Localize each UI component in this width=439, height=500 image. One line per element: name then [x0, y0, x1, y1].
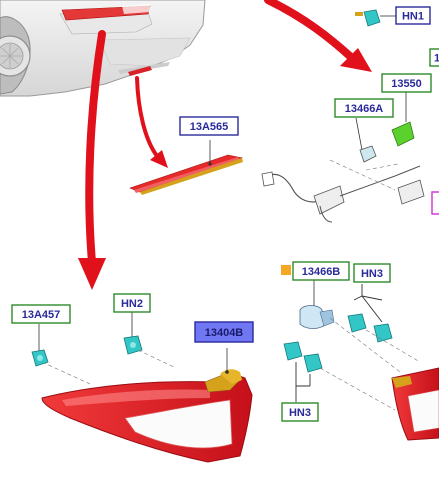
callout-hn3-top-label: HN3 [361, 268, 383, 280]
callout-13a565: 13A565 [179, 116, 239, 136]
callout-hn2-label: HN2 [121, 298, 143, 310]
clip-hn1-icon [355, 9, 381, 27]
callout-hn1-label: HN1 [402, 11, 424, 23]
bulb-socket-wiring [261, 92, 439, 223]
callout-13404b: 13404B [194, 321, 254, 343]
callout-13a457: 13A457 [11, 304, 71, 324]
rear-lamp-assembly [41, 348, 253, 463]
callout-hn3-bottom-label: HN3 [289, 407, 311, 419]
bumper-reflector [129, 140, 244, 195]
callout-top-right-partial: 1 [429, 48, 439, 67]
clip-13a457-icon [31, 349, 49, 367]
callout-hn1: HN1 [380, 6, 431, 25]
callout-hn3-top: HN3 [353, 263, 391, 283]
callout-13550-label: 13550 [391, 78, 422, 90]
callout-13550: 13550 [381, 73, 432, 93]
arrow-to-13a457 [78, 30, 106, 290]
arrow-to-13a565 [135, 76, 168, 168]
callout-13466b-label: 13466B [302, 266, 341, 278]
callout-13466b: 13466B [292, 261, 350, 281]
callout-13466a-label: 13466A [345, 103, 384, 115]
left-clip-leaders [38, 312, 177, 385]
lower-right-parts [281, 265, 439, 441]
callout-hn2: HN2 [113, 293, 151, 313]
callout-13a457-label: 13A457 [22, 309, 61, 321]
callout-hn3-bottom: HN3 [281, 402, 319, 422]
callout-13404b-label: 13404B [205, 327, 244, 339]
clip-hn2-icon [123, 335, 143, 355]
callout-top-right-partial-label: 1 [434, 53, 439, 65]
callout-13466a: 13466A [334, 98, 394, 118]
callout-13a565-label: 13A565 [190, 121, 229, 133]
arrow-to-13550 [264, 0, 372, 72]
